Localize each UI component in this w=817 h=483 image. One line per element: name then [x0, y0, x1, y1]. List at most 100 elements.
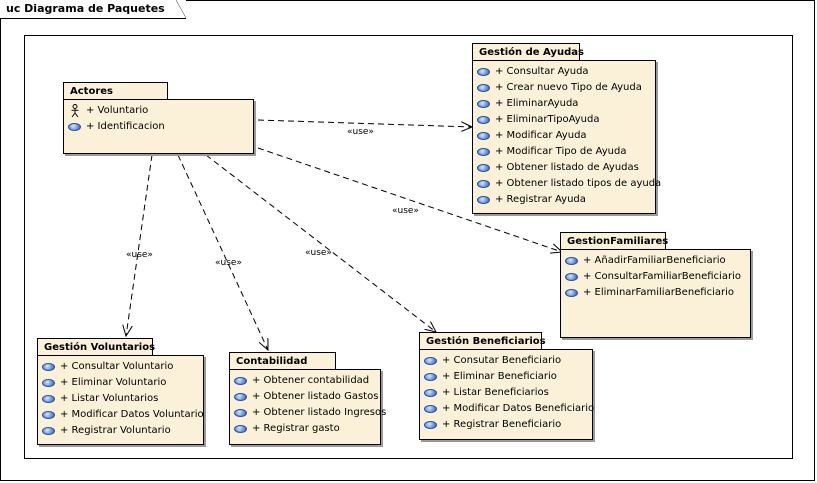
package-member[interactable]: + Obtener listado de Ayudas — [473, 160, 655, 176]
package-member[interactable]: + EliminarTipoAyuda — [473, 112, 655, 128]
package-member[interactable]: + Registrar Ayuda — [473, 192, 655, 208]
package-member[interactable]: + Listar Voluntarios — [38, 391, 203, 407]
diagram-title: uc Diagrama de Paquetes — [0, 0, 186, 19]
use-case-icon — [477, 84, 490, 92]
member-label: + Eliminar Voluntario — [60, 377, 167, 388]
stereotype-label-beneficiarios: «use» — [305, 248, 332, 258]
stereotype-label-voluntarios: «use» — [126, 250, 153, 260]
member-label: + Obtener contabilidad — [252, 375, 370, 386]
actor-icon — [71, 104, 79, 118]
package-name: Gestión Beneficiarios — [419, 332, 546, 349]
member-label: + Registrar Voluntario — [60, 425, 171, 436]
member-label: + Consultar Ayuda — [495, 66, 589, 77]
dependency-actores-beneficiarios — [205, 154, 436, 332]
package-member[interactable]: + Consutar Beneficiario — [420, 353, 592, 369]
use-case-icon — [565, 273, 578, 281]
dependency-actores-voluntarios — [126, 154, 153, 336]
use-case-icon — [477, 100, 490, 108]
use-case-icon — [565, 289, 578, 297]
use-case-icon — [234, 377, 247, 385]
dependency-actores-familiares — [257, 147, 562, 252]
package-name: Actores — [63, 82, 168, 99]
use-case-icon — [477, 68, 490, 76]
package-member[interactable]: + EliminarFamiliarBeneficiario — [561, 285, 750, 301]
member-label: + Modificar Datos Voluntario — [60, 409, 204, 420]
use-case-icon — [42, 427, 55, 435]
package-member[interactable]: + Crear nuevo Tipo de Ayuda — [473, 80, 655, 96]
use-case-icon — [234, 409, 247, 417]
package-name: GestionFamiliares — [560, 232, 668, 249]
member-label: + Listar Voluntarios — [60, 393, 159, 404]
package-member[interactable]: + Obtener contabilidad — [230, 373, 380, 389]
package-member[interactable]: + Modificar Ayuda — [473, 128, 655, 144]
use-case-icon — [477, 148, 490, 156]
use-case-icon — [424, 357, 437, 365]
member-label: + AñadirFamiliarBeneficiario — [583, 255, 726, 266]
dependency-actores-ayudas — [257, 119, 472, 127]
package-member[interactable]: + Registrar Voluntario — [38, 423, 203, 439]
use-case-icon — [234, 425, 247, 433]
package-member[interactable]: + Voluntario — [64, 103, 253, 119]
package-name: Contabilidad — [229, 352, 336, 369]
member-label: + Consultar Voluntario — [60, 361, 174, 372]
use-case-icon — [424, 389, 437, 397]
member-label: + Obtener listado Gastos — [252, 391, 379, 402]
package-name: Gestión de Ayudas — [472, 43, 584, 60]
member-label: + ConsultarFamiliarBeneficiario — [583, 271, 741, 282]
use-case-icon — [424, 421, 437, 429]
use-case-icon — [42, 379, 55, 387]
dependency-actores-contabilidad — [177, 154, 268, 350]
member-label: + EliminarFamiliarBeneficiario — [583, 287, 735, 298]
package-member[interactable]: + Modificar Datos Beneficiario — [420, 401, 595, 417]
package-member[interactable]: + Modificar Datos Voluntario — [38, 407, 204, 423]
package-member[interactable]: + Modificar Tipo de Ayuda — [473, 144, 655, 160]
use-case-icon — [424, 373, 437, 381]
member-label: + Modificar Tipo de Ayuda — [495, 146, 627, 157]
use-case-icon — [477, 180, 490, 188]
use-case-icon — [42, 363, 55, 371]
package-member[interactable]: + Registrar Beneficiario — [420, 417, 592, 433]
package-member[interactable]: + AñadirFamiliarBeneficiario — [561, 253, 750, 269]
package-member[interactable]: + EliminarAyuda — [473, 96, 655, 112]
member-label: + Registrar Ayuda — [495, 194, 586, 205]
member-label: + Listar Beneficiarios — [442, 387, 549, 398]
use-case-icon — [68, 123, 81, 131]
member-label: + Eliminar Beneficiario — [442, 371, 557, 382]
use-case-icon — [477, 116, 490, 124]
member-label: + Voluntario — [86, 105, 149, 116]
member-label: + Crear nuevo Tipo de Ayuda — [495, 82, 642, 93]
member-label: + EliminarAyuda — [495, 98, 579, 109]
package-member[interactable]: + Obtener listado Gastos — [230, 389, 380, 405]
use-case-icon — [234, 393, 247, 401]
use-case-icon — [477, 164, 490, 172]
package-member[interactable]: + Obtener listado Ingresos — [230, 405, 386, 421]
diagram-canvas — [24, 35, 793, 459]
member-label: + Modificar Datos Beneficiario — [442, 403, 595, 414]
package-member[interactable]: + Consultar Voluntario — [38, 359, 203, 375]
use-case-icon — [565, 257, 578, 265]
package-member[interactable]: + Obtener listado tipos de ayuda — [473, 176, 661, 192]
package-member[interactable]: + Eliminar Voluntario — [38, 375, 203, 391]
use-case-icon — [424, 405, 437, 413]
use-case-icon — [42, 395, 55, 403]
package-member[interactable]: + Registrar gasto — [230, 421, 380, 437]
stereotype-label-familiares: «use» — [392, 206, 419, 216]
package-member[interactable]: + Listar Beneficiarios — [420, 385, 592, 401]
use-case-icon — [42, 411, 55, 419]
package-member[interactable]: + Identificacion — [64, 119, 253, 135]
member-label: + Consutar Beneficiario — [442, 355, 562, 366]
stereotype-label-ayudas: «use» — [347, 127, 374, 137]
member-label: + Obtener listado de Ayudas — [495, 162, 639, 173]
member-label: + Obtener listado Ingresos — [252, 407, 387, 418]
member-label: + Modificar Ayuda — [495, 130, 587, 141]
package-member[interactable]: + Eliminar Beneficiario — [420, 369, 592, 385]
member-label: + Identificacion — [86, 121, 165, 132]
package-member[interactable]: + ConsultarFamiliarBeneficiario — [561, 269, 750, 285]
use-case-icon — [477, 132, 490, 140]
package-member[interactable]: + Consultar Ayuda — [473, 64, 655, 80]
member-label: + Registrar gasto — [252, 423, 340, 434]
member-label: + Registrar Beneficiario — [442, 419, 562, 430]
member-label: + Obtener listado tipos de ayuda — [495, 178, 662, 189]
